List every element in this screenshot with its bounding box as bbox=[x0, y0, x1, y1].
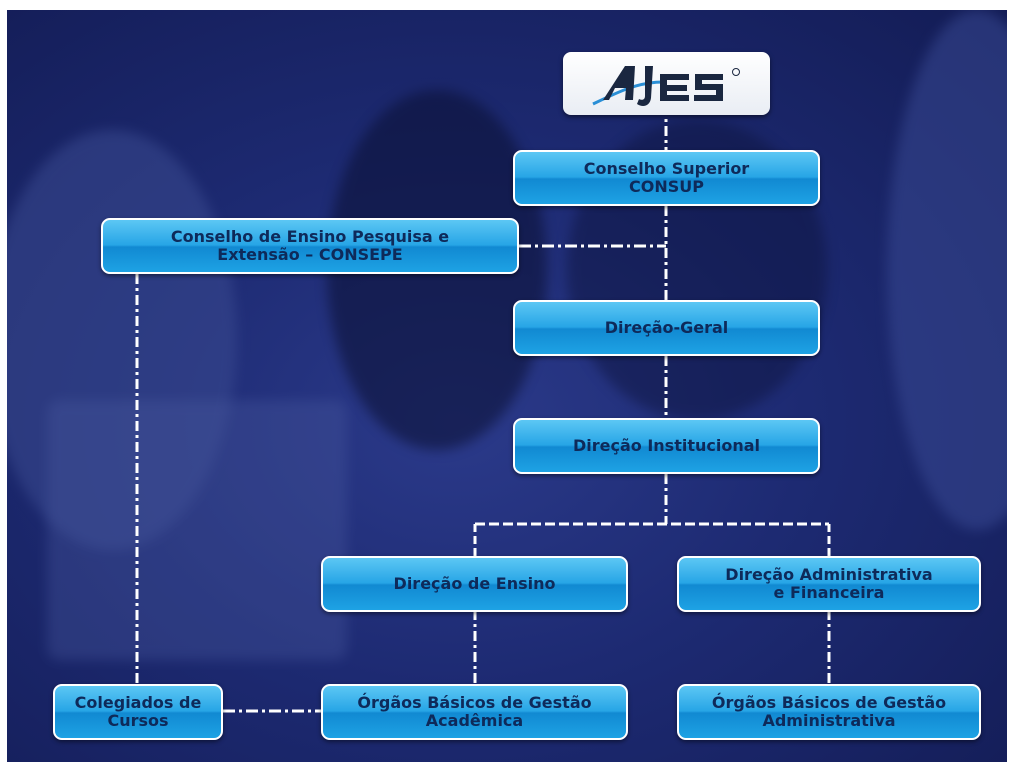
background-laptop bbox=[47, 400, 347, 660]
direcao-ensino-node[interactable]: Direção de Ensino bbox=[321, 556, 628, 612]
direcao-administrativa-node[interactable]: Direção Administrativa e Financeira bbox=[677, 556, 981, 612]
consup-node[interactable]: Conselho Superior CONSUP bbox=[513, 150, 820, 206]
direcao-geral-label: Direção-Geral bbox=[604, 317, 729, 337]
colegiados-node[interactable]: Colegiados de Cursos bbox=[53, 684, 223, 740]
ajes-logo-icon bbox=[592, 66, 740, 106]
consup-line2: CONSUP bbox=[629, 177, 704, 196]
direcao-ensino-label: Direção de Ensino bbox=[393, 573, 556, 593]
consup-line1: Conselho Superior bbox=[583, 158, 750, 178]
orgaos-academica-node[interactable]: Órgãos Básicos de Gestão Acadêmica bbox=[321, 684, 628, 740]
consepe-line1: Conselho de Ensino Pesquisa e bbox=[170, 226, 450, 246]
orgaos-academica-line2: Acadêmica bbox=[425, 711, 524, 730]
colegiados-line1: Colegiados de bbox=[74, 692, 202, 712]
org-chart-canvas: Conselho Superior CONSUP Conselho de Ens… bbox=[7, 10, 1007, 762]
direcao-adm-line1: Direção Administrativa bbox=[725, 564, 933, 584]
consepe-node[interactable]: Conselho de Ensino Pesquisa e Extensão –… bbox=[101, 218, 519, 274]
ajes-logo bbox=[563, 52, 770, 115]
orgaos-administrativa-node[interactable]: Órgãos Básicos de Gestão Administrativa bbox=[677, 684, 981, 740]
consepe-line2: Extensão – CONSEPE bbox=[217, 245, 403, 264]
direcao-geral-node[interactable]: Direção-Geral bbox=[513, 300, 820, 356]
direcao-institucional-node[interactable]: Direção Institucional bbox=[513, 418, 820, 474]
orgaos-academica-line1: Órgãos Básicos de Gestão bbox=[357, 692, 592, 712]
orgaos-administrativa-line2: Administrativa bbox=[762, 711, 896, 730]
orgaos-administrativa-line1: Órgãos Básicos de Gestão bbox=[711, 692, 947, 712]
background-figure bbox=[7, 130, 237, 550]
connector-lines bbox=[135, 105, 831, 713]
direcao-adm-line2: e Financeira bbox=[773, 583, 885, 602]
direcao-institucional-label: Direção Institucional bbox=[572, 435, 761, 455]
colegiados-line2: Cursos bbox=[107, 711, 169, 730]
